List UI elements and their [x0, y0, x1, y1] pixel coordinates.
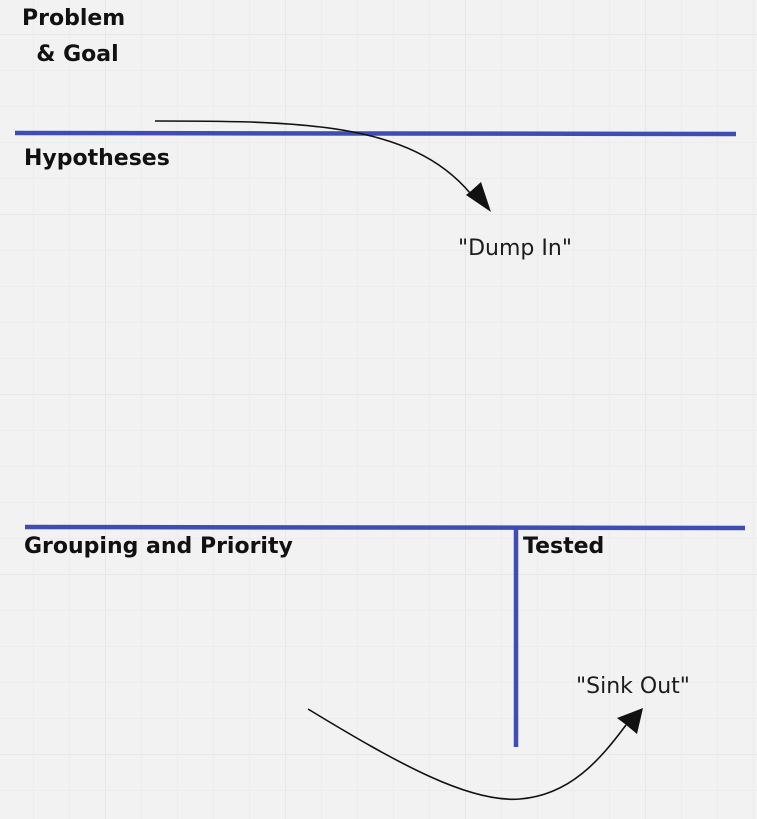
- section-label-problem-goal: Problem & Goal: [22, 6, 126, 67]
- dump-in-arrow-curve: [154, 120, 471, 194]
- dump-in-arrowhead: [466, 182, 491, 212]
- annotation-sink-out: "Sink Out": [576, 674, 690, 699]
- divider-line-top: [14, 130, 737, 137]
- section-label-grouping-priority: Grouping and Priority: [24, 534, 293, 559]
- sink-out-arrowhead: [617, 708, 643, 734]
- section-label-hypotheses: Hypotheses: [24, 146, 170, 171]
- annotation-dump-in: "Dump In": [458, 236, 572, 261]
- sink-out-arrow-curve: [307, 708, 627, 801]
- section-label-tested: Tested: [523, 534, 605, 559]
- divider-line-bottom: [24, 524, 746, 531]
